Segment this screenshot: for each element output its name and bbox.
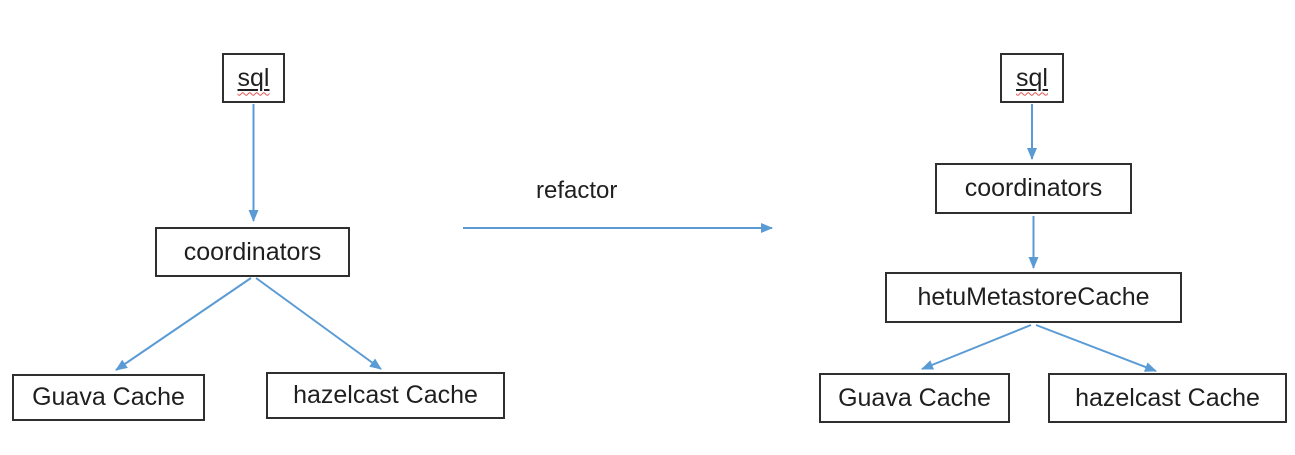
edge-left-coordinators-to-hazelcast (255, 277, 382, 370)
edge-right-metastorecache-to-hazelcast (1035, 324, 1157, 372)
node-left-sql: sql (222, 53, 285, 103)
node-right-guava-cache-label: Guava Cache (838, 383, 991, 412)
node-right-hetumetastorecache: hetuMetastoreCache (885, 272, 1182, 323)
refactor-label: refactor (536, 177, 618, 204)
edge-right-metastorecache-to-guava (921, 324, 1032, 370)
node-right-sql-label: sql (1016, 63, 1048, 92)
node-left-coordinators-label: coordinators (183, 237, 322, 266)
node-right-hazelcast-cache-label: hazelcast Cache (1075, 383, 1260, 412)
spellcheck-wavy-underline: sql (1016, 63, 1048, 92)
node-right-guava-cache: Guava Cache (819, 373, 1010, 423)
node-left-sql-label: sql (237, 63, 270, 92)
node-right-coordinators-label: coordinators (964, 174, 1103, 202)
node-left-hazelcast-cache: hazelcast Cache (266, 372, 505, 419)
node-left-guava-cache-label: Guava Cache (32, 383, 185, 411)
node-left-guava-cache: Guava Cache (12, 374, 205, 421)
edge-left-coordinators-to-guava (115, 277, 252, 371)
node-right-sql: sql (1000, 53, 1064, 103)
node-left-hazelcast-cache-label: hazelcast Cache (293, 381, 478, 409)
spellcheck-wavy-underline: sql (237, 63, 270, 92)
node-right-hetumetastorecache-label: hetuMetastoreCache (917, 283, 1150, 311)
node-left-coordinators: coordinators (155, 227, 350, 277)
node-right-hazelcast-cache: hazelcast Cache (1048, 373, 1287, 423)
node-right-coordinators: coordinators (935, 163, 1132, 214)
